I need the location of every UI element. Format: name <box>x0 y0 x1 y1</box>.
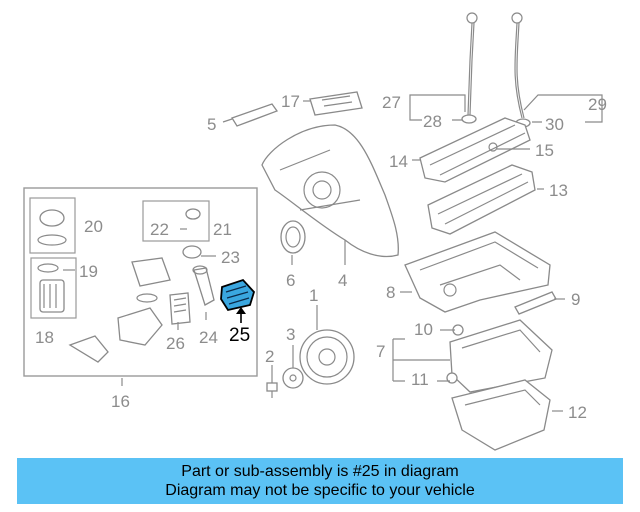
callout-18: 18 <box>35 328 54 347</box>
callout-20: 20 <box>84 217 103 236</box>
callout-24: 24 <box>199 328 218 347</box>
oil-pan-upper-8 <box>404 231 551 313</box>
callout-11: 11 <box>411 370 429 389</box>
callout-29: 29 <box>588 95 607 114</box>
callout-4: 4 <box>338 271 347 290</box>
arrow-25 <box>236 307 246 314</box>
callout-2: 2 <box>265 347 274 366</box>
banner-line-2: Diagram may not be specific to your vehi… <box>165 482 475 499</box>
callout-6: 6 <box>286 271 295 290</box>
info-banner: Part or sub-assembly is #25 in diagram D… <box>17 458 623 504</box>
callout-16: 16 <box>111 392 130 411</box>
seal-22 <box>185 208 201 220</box>
oring-23 <box>182 245 202 259</box>
subassembly-box-21 <box>142 200 210 242</box>
subassembly-box-18 <box>30 257 77 319</box>
oil-pan-7 <box>449 319 553 393</box>
callout-5: 5 <box>207 115 216 134</box>
oil-filter-18 <box>39 279 65 313</box>
callout-22: 22 <box>150 220 169 239</box>
callout-10: 10 <box>414 320 433 339</box>
seal-6 <box>280 220 306 254</box>
callout-3: 3 <box>286 325 295 344</box>
callout-25[interactable]: 25 <box>229 325 250 346</box>
callout-19: 19 <box>79 262 98 281</box>
valve-cover-13 <box>427 164 536 235</box>
callout-21: 21 <box>213 220 232 239</box>
timing-cover-4 <box>261 124 399 258</box>
dipstick-29 <box>511 12 531 128</box>
callout-15: 15 <box>535 141 554 160</box>
callout-28: 28 <box>423 112 442 131</box>
sealant-tube-5 <box>231 103 279 127</box>
gasket-26 <box>169 292 191 325</box>
oring-19 <box>37 263 59 273</box>
dipstick-27 <box>461 12 478 124</box>
callout-30: 30 <box>545 115 564 134</box>
banner-line-1: Part or sub-assembly is #25 in diagram <box>181 463 459 480</box>
plate-3 <box>282 367 304 389</box>
callout-8: 8 <box>386 283 395 302</box>
callout-12: 12 <box>568 403 587 422</box>
gasket-17 <box>309 91 363 116</box>
housing-module <box>68 257 171 363</box>
callout-14: 14 <box>389 152 408 171</box>
callout-9: 9 <box>571 290 580 309</box>
callout-27: 27 <box>382 93 401 112</box>
subassembly-box <box>23 187 258 377</box>
callout-26: 26 <box>166 334 185 353</box>
callout-7: 7 <box>376 342 385 361</box>
pipe-24 <box>192 265 215 306</box>
sealant-tube-9 <box>514 291 557 315</box>
highlighted-part-25[interactable] <box>220 278 256 312</box>
valve-cover-14 <box>419 117 531 183</box>
oil-filter-cap-20 <box>37 209 67 246</box>
callout-17: 17 <box>281 92 300 111</box>
callout-1: 1 <box>309 286 318 305</box>
bolt-2 <box>266 382 278 398</box>
callout-13: 13 <box>549 181 568 200</box>
oil-pan-12 <box>451 379 551 451</box>
subassembly-box-20 <box>29 197 76 254</box>
callout-23: 23 <box>221 248 240 267</box>
flywheel-1 <box>299 329 355 385</box>
leader-lines <box>63 94 603 412</box>
